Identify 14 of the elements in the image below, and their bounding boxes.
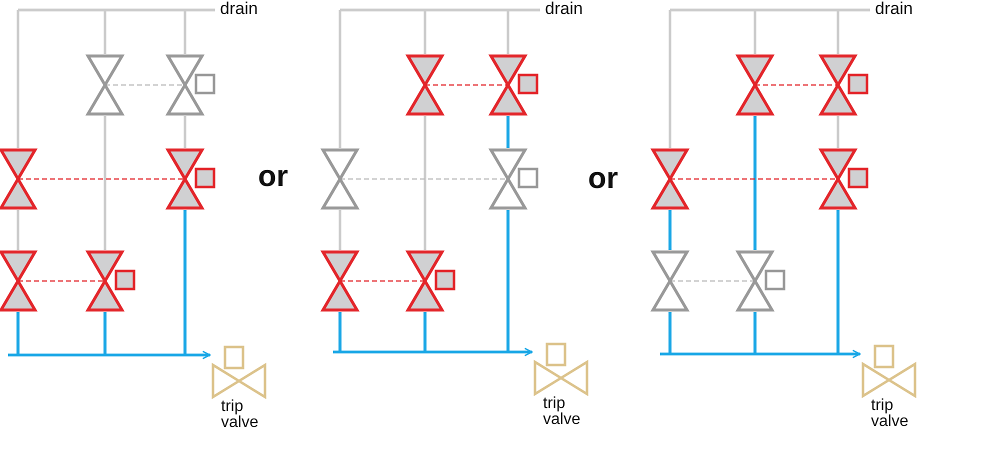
drain-label: drain	[220, 0, 258, 18]
pipe-line	[18, 8, 215, 12]
arrow	[333, 348, 533, 356]
drain-label: drain	[875, 0, 913, 18]
trip-valve-label: trip valve	[221, 399, 260, 431]
trip-valve-label: trip valve	[871, 398, 910, 430]
or-label: or	[258, 162, 288, 192]
pipe-line	[340, 8, 540, 12]
or-label: or	[588, 164, 618, 194]
trip-valve-label: trip valve	[543, 396, 582, 428]
drain-label: drain	[545, 0, 583, 18]
arrow	[8, 350, 211, 360]
arrow	[660, 350, 861, 358]
pipe-line	[670, 8, 870, 12]
